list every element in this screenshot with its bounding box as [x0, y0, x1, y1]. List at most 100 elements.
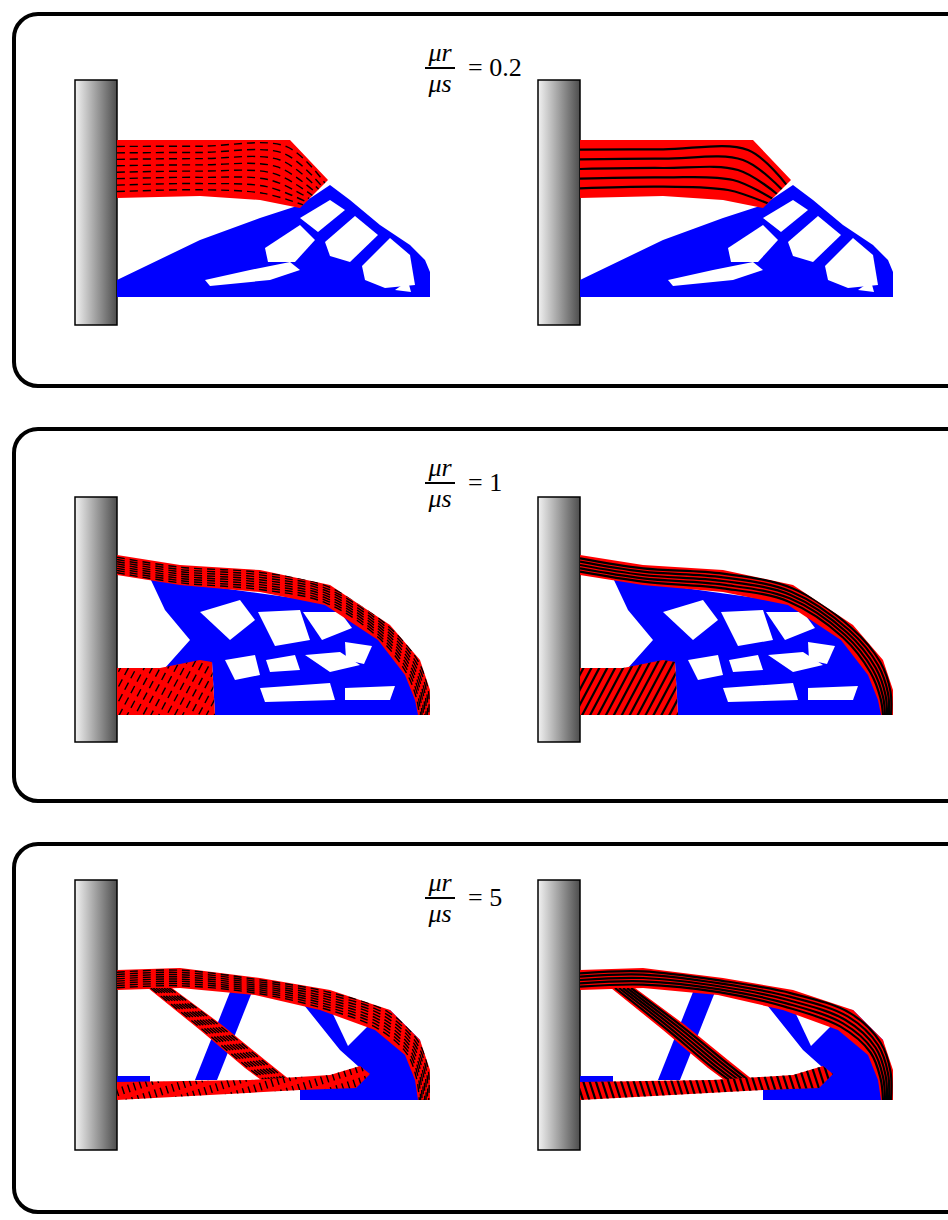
fiber-line — [185, 834, 343, 1220]
fiber-line — [57, 559, 163, 757]
fiber-line — [768, 795, 926, 1220]
fiber-line — [580, 187, 768, 204]
fiber-line — [333, 785, 491, 1220]
fiber-line — [117, 177, 309, 199]
fiber-line — [580, 167, 777, 194]
fiber-line — [71, 871, 229, 1220]
fiber-line — [212, 641, 318, 839]
fiber-line — [39, 549, 145, 747]
fiber-line — [45, 552, 151, 750]
fiber-line — [448, 899, 606, 1220]
fiber-line — [316, 791, 474, 1220]
fiber-line — [802, 784, 948, 1220]
fiber-line — [0, 904, 126, 1220]
fiber-line — [276, 804, 434, 1220]
fiber-line — [144, 605, 250, 803]
fiber-line — [42, 880, 200, 1220]
fiber-line — [133, 850, 291, 1220]
fiber-line — [613, 608, 719, 806]
fixed-wall — [75, 497, 117, 742]
fiber-line — [14, 889, 172, 1220]
fixed-wall — [538, 880, 580, 1150]
fiber-line — [105, 860, 263, 1220]
fiber-lines — [615, 988, 749, 1084]
fiber-line — [562, 861, 720, 1220]
fiber-line — [502, 549, 608, 747]
fiber-line — [539, 869, 697, 1220]
fiber-line — [145, 847, 303, 1220]
blue-material — [580, 1076, 613, 1082]
fiber-line — [614, 845, 772, 1220]
fiber-line — [580, 971, 891, 1100]
blue-material — [117, 1076, 150, 1082]
fiber-line — [442, 900, 600, 1220]
void-hole — [663, 600, 718, 640]
fiber-line — [631, 839, 789, 1220]
fiber-line — [0, 902, 131, 1220]
fiber-line — [526, 562, 632, 760]
fiber-line — [156, 843, 314, 1220]
fiber-line — [682, 823, 840, 1220]
fiber-line — [270, 806, 428, 1220]
panel-box: μrμs= 0.2 — [12, 12, 948, 388]
fiber-line — [477, 889, 635, 1220]
red-material — [580, 968, 893, 1100]
fiber-line — [848, 769, 948, 1220]
fiber-line — [591, 852, 749, 1220]
fiber-line — [654, 832, 812, 1220]
fiber-line — [522, 874, 680, 1220]
fiber-line — [397, 915, 555, 1220]
fiber-line — [576, 588, 682, 786]
fiber-lines — [14, 536, 317, 840]
void-hole — [258, 610, 310, 646]
fiber-line — [63, 562, 169, 760]
fiber-line — [431, 904, 589, 1220]
fixed-wall — [538, 80, 580, 325]
fiber-line — [779, 791, 937, 1220]
fiber-line — [139, 848, 297, 1220]
fiber-line — [94, 863, 252, 1220]
void-hole — [825, 238, 878, 288]
fiber-line — [2, 893, 160, 1220]
fiber-line — [842, 771, 948, 1220]
fiber-line — [636, 837, 794, 1220]
fiber-line — [694, 819, 852, 1220]
fiber-line — [608, 847, 766, 1220]
fiber-line — [865, 763, 948, 1220]
fiber-line — [619, 988, 738, 1083]
fiber-line — [0, 908, 114, 1220]
fraction-denominator: μs — [428, 485, 451, 514]
fiber-line — [739, 804, 897, 1220]
fiber-line — [156, 611, 262, 809]
fiber-line — [82, 572, 188, 770]
fiber-line — [391, 917, 549, 1220]
fiber-lines — [0, 761, 565, 1220]
fiber-line — [117, 979, 423, 1100]
fiber-line — [551, 865, 709, 1220]
red-material — [117, 140, 328, 208]
fiber-line — [534, 871, 692, 1220]
void-hole — [325, 216, 378, 262]
structure — [0, 761, 565, 1220]
fiber-line — [159, 988, 278, 1083]
fiber-line — [796, 785, 948, 1220]
fiber-line — [402, 763, 560, 1220]
fiber-line — [588, 595, 694, 793]
fiber-line — [408, 912, 566, 1220]
fiber-line — [125, 595, 231, 793]
fiber-line — [619, 611, 725, 809]
fiber-line — [582, 591, 688, 789]
fiber-line — [671, 826, 829, 1220]
fiber-line — [236, 817, 394, 1220]
fiber-line — [385, 919, 543, 1220]
fiber-line — [162, 841, 320, 1220]
fiber-line — [187, 628, 293, 826]
fiber-line — [859, 765, 948, 1220]
fiber-line — [51, 555, 157, 753]
fiber-line — [253, 811, 411, 1220]
fiber-line — [791, 787, 948, 1220]
void-hole — [668, 262, 763, 286]
fiber-line — [225, 821, 383, 1220]
fiber-line — [293, 798, 451, 1220]
